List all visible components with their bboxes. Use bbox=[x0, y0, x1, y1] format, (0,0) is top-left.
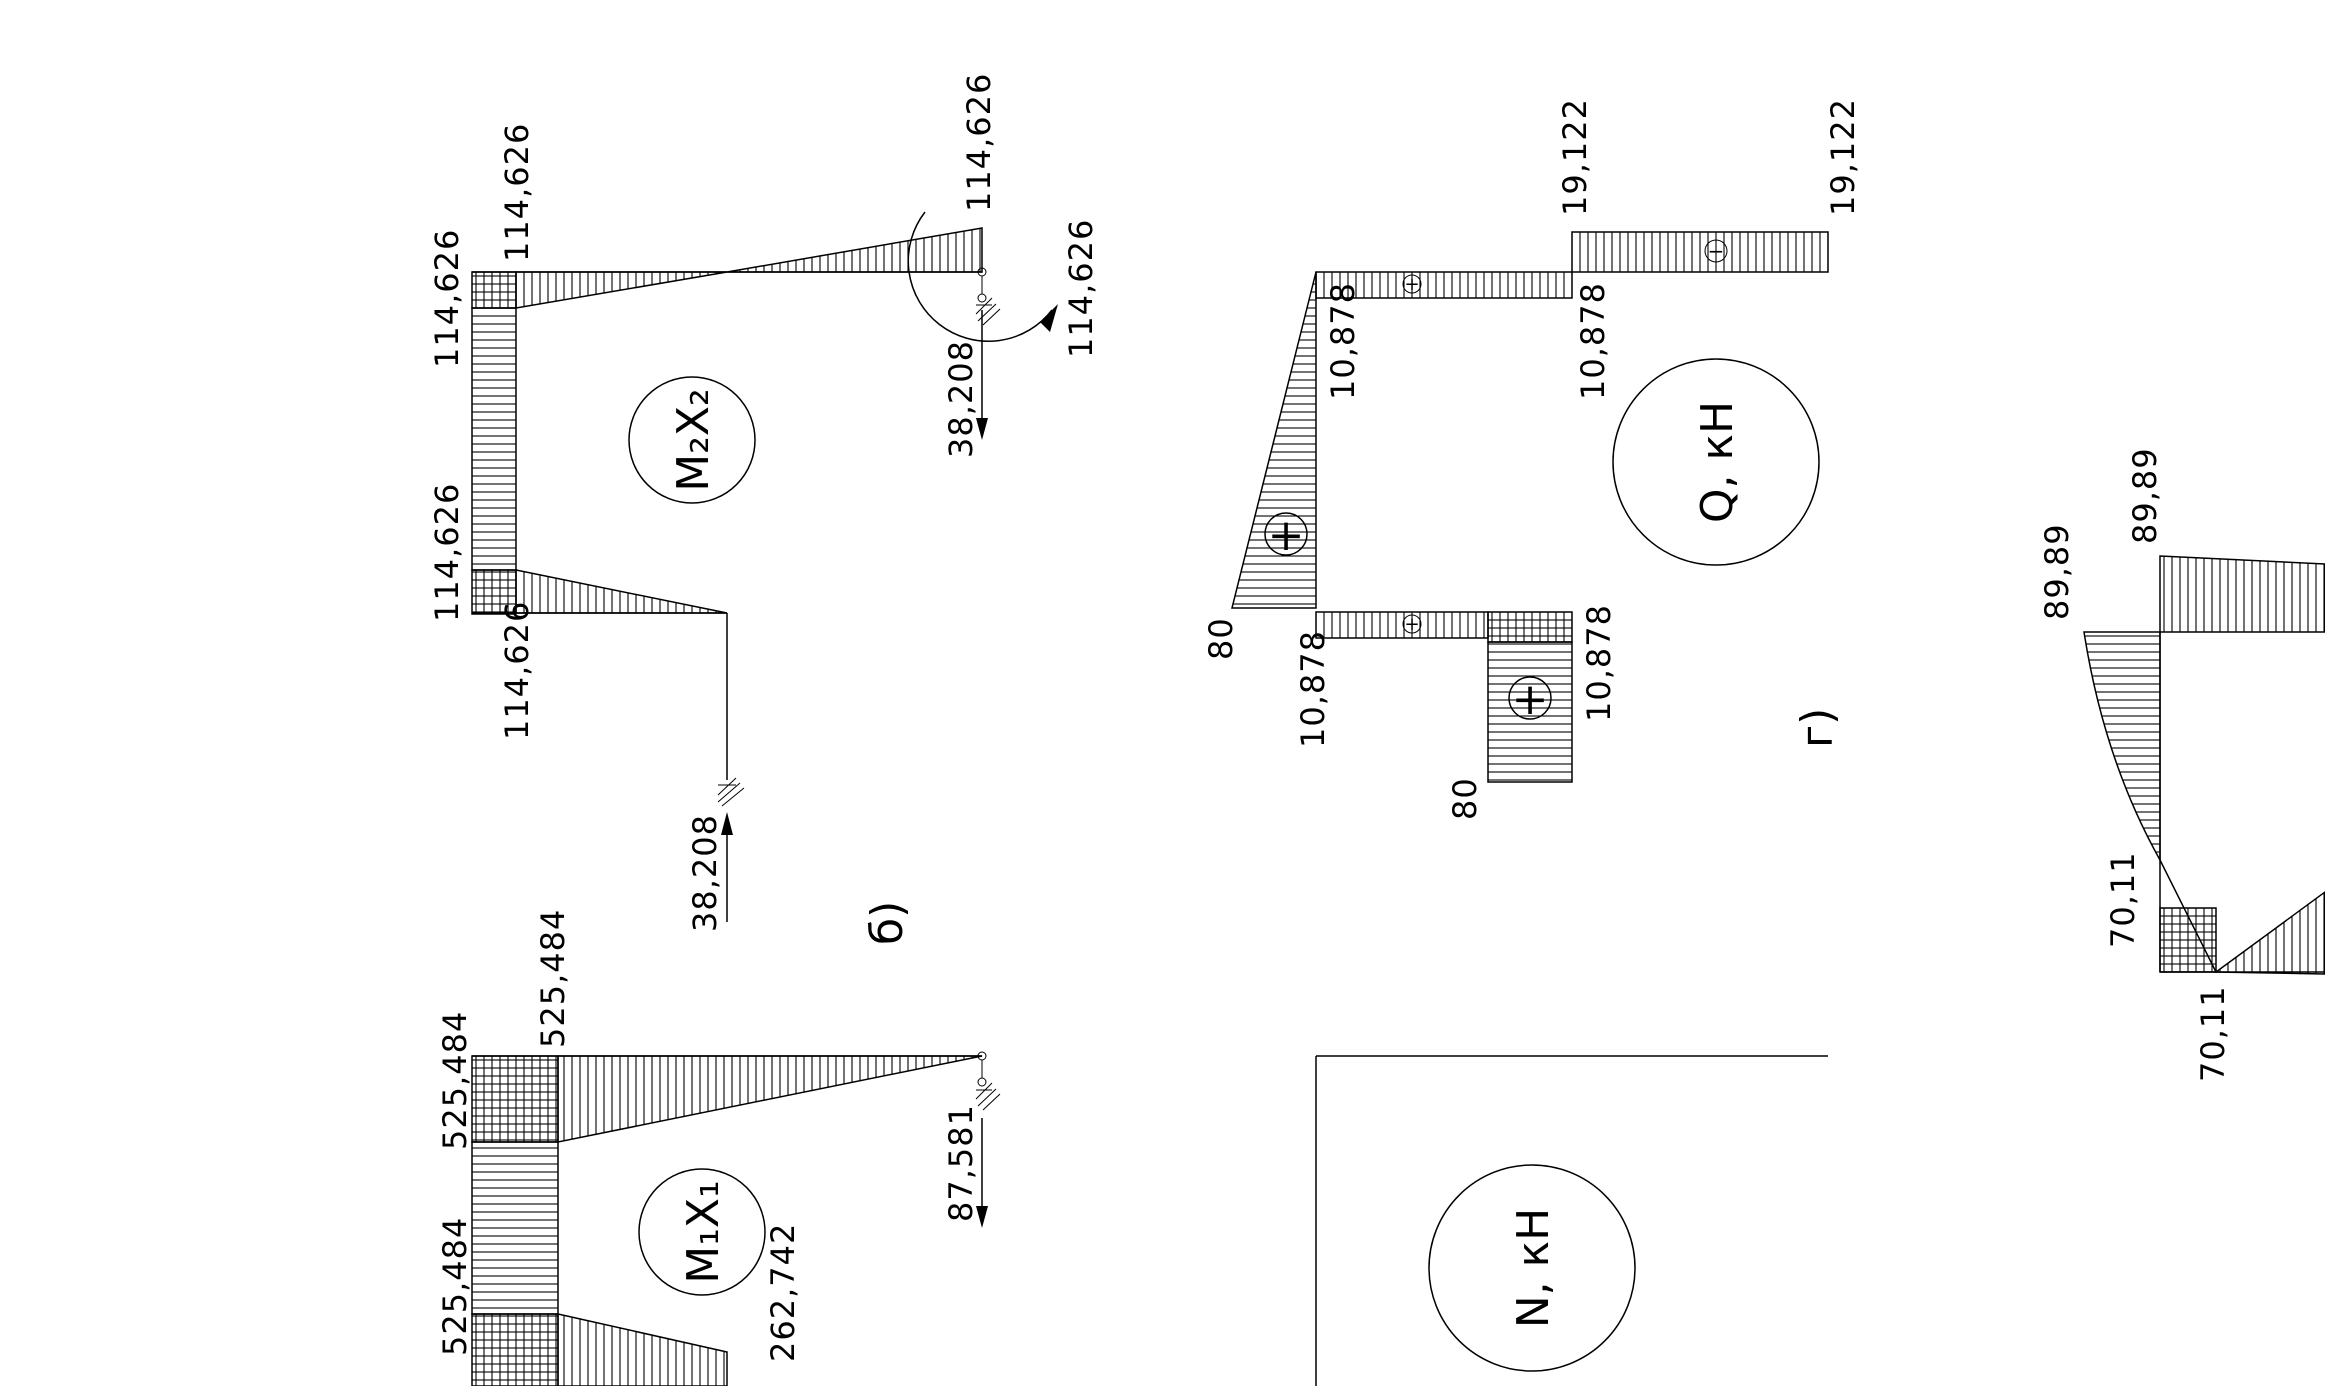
label-m-70-11-left: 70,11 bbox=[2104, 851, 2142, 948]
m2x2-right-support bbox=[975, 267, 1001, 326]
label-m2-top-beam: 114,626 bbox=[498, 123, 536, 262]
q-top-beam-right-block bbox=[1571, 231, 1829, 273]
n-diagram: N, кН bbox=[1315, 1055, 1828, 1386]
q-sign-4: + bbox=[1512, 674, 1549, 725]
q-sign-circle-1 bbox=[1264, 512, 1308, 556]
m2x2-diagram: M₂X₂ 114,626 114,626 114,626 114,626 114… bbox=[428, 73, 1100, 932]
q-diagram: + + + + − Q, кН 19,122 19,122 10,878 10,… bbox=[1202, 98, 1862, 820]
q-vertical-block bbox=[1487, 641, 1573, 783]
q-sign-circle-3 bbox=[1402, 614, 1422, 634]
m-final-diagram: 89,89 89,89 70,11 70,11 bbox=[2038, 447, 2325, 1082]
m2x2-top-triangle-right bbox=[726, 227, 983, 273]
label-q-bottom-right: 10,878 bbox=[1580, 604, 1618, 722]
label-q-column-top: 10,878 bbox=[1324, 282, 1362, 400]
m1x1-diagram: M₁X₁ 525,484 525,484 525,484 262,742 87,… bbox=[436, 909, 1001, 1386]
label-m1-reaction: 87,581 bbox=[942, 1104, 980, 1222]
q-sign-1: + bbox=[1268, 510, 1305, 561]
label-reaction-top: 38,208 bbox=[942, 340, 980, 458]
m1x1-title-circle bbox=[638, 1168, 766, 1296]
m1x1-right-support bbox=[975, 1051, 1001, 1111]
label-moment-value: 114,626 bbox=[1062, 219, 1100, 358]
label-m2-bottom-beam: 114,626 bbox=[498, 601, 536, 740]
panel-g-letter: г) bbox=[1792, 708, 1843, 748]
panel-b-letter: б) bbox=[862, 901, 913, 945]
q-sign-2: + bbox=[1404, 274, 1419, 295]
m2x2-bottom-corner bbox=[471, 569, 517, 615]
label-m2-left-bottom: 114,626 bbox=[428, 483, 466, 622]
q-sign-3: + bbox=[1404, 614, 1419, 635]
q-sign-circle-5 bbox=[1704, 239, 1728, 263]
q-bottom-beam-block bbox=[1315, 611, 1489, 639]
moment-arrow-head bbox=[1040, 304, 1058, 332]
q-sign-circle-4 bbox=[1508, 676, 1552, 720]
m-bottom-beam-triangle bbox=[2213, 891, 2325, 975]
m1x1-bottom-triangle bbox=[557, 1313, 728, 1386]
label-q-top-right: 19,122 bbox=[1824, 98, 1862, 216]
n-title-circle bbox=[1428, 1164, 1636, 1372]
label-q-top-beam-mid: 10,878 bbox=[1574, 282, 1612, 400]
m-top-beam-triangle bbox=[2159, 555, 2325, 633]
label-m1-middle: 262,742 bbox=[764, 1223, 802, 1362]
q-title: Q, кН bbox=[1692, 401, 1743, 523]
label-m1-left-top: 525,484 bbox=[436, 1011, 474, 1150]
m2x2-bottom-triangle bbox=[515, 569, 728, 614]
label-m1-left-bottom: 525,484 bbox=[436, 1217, 474, 1356]
m2x2-bottom-support bbox=[717, 777, 745, 807]
m2x2-title: M₂X₂ bbox=[668, 388, 719, 491]
m1x1-left-column bbox=[471, 1141, 559, 1315]
label-q-top-left: 19,122 bbox=[1556, 98, 1594, 216]
label-q-80-left: 80 bbox=[1202, 617, 1240, 660]
q-sign-5: − bbox=[1708, 239, 1725, 263]
q-left-column-triangle bbox=[1231, 271, 1317, 609]
m2x2-top-corner bbox=[471, 271, 517, 309]
m1x1-title: M₁X₁ bbox=[678, 1180, 729, 1283]
label-m-89-89-left: 89,89 bbox=[2038, 523, 2076, 620]
q-sign-circle-2 bbox=[1402, 274, 1422, 294]
m1x1-bottom-corner bbox=[471, 1313, 559, 1386]
label-q-80-bottom: 80 bbox=[1446, 777, 1484, 820]
m2x2-title-circle bbox=[628, 376, 756, 504]
label-m1-top-beam: 525,484 bbox=[534, 909, 572, 1048]
moment-arrow-arc bbox=[907, 211, 1053, 342]
m1x1-top-triangle bbox=[557, 1055, 983, 1143]
q-bottom-corner bbox=[1487, 611, 1573, 643]
label-reaction-bottom: 38,208 bbox=[686, 814, 724, 932]
m-left-column-curve bbox=[2083, 631, 2161, 863]
label-m-70-11-bottom: 70,11 bbox=[2194, 985, 2232, 1082]
label-m-89-89-top: 89,89 bbox=[2126, 447, 2164, 544]
m2x2-left-column bbox=[471, 307, 517, 571]
m1x1-top-corner bbox=[471, 1055, 559, 1143]
m2x2-top-triangle-left bbox=[515, 271, 728, 309]
label-m2-right-end: 114,626 bbox=[960, 73, 998, 212]
label-m2-left-top: 114,626 bbox=[428, 229, 466, 368]
label-q-bottom-left: 10,878 bbox=[1294, 630, 1332, 748]
q-title-circle bbox=[1612, 358, 1820, 566]
n-title: N, кН bbox=[1508, 1208, 1559, 1329]
